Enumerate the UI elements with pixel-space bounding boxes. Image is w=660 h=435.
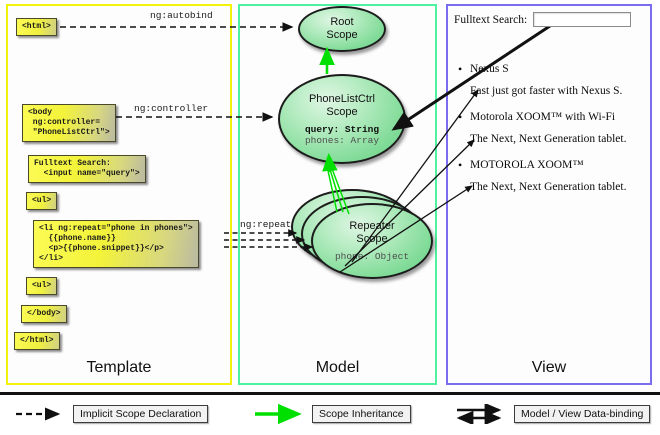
list-item[interactable]: MOTOROLA XOOM™ The Next, Next Generation… [454, 158, 646, 195]
scope-phonelistctrl-properties: query: String phones: Array [305, 124, 379, 146]
legend-implicit-scope-declaration: Implicit Scope Declaration [14, 404, 209, 424]
scope-root: Root Scope [298, 6, 386, 52]
legend-label: Scope Inheritance [312, 405, 411, 423]
scope-phonelistctrl: PhoneListCtrl Scope query: String phones… [278, 74, 406, 164]
legend: Implicit Scope Declaration Scope Inherit… [0, 400, 660, 434]
panel-model-label: Model [315, 359, 360, 376]
scope-property-phones: phones: Array [304, 134, 380, 146]
edge-label-ng-autobind: ng:autobind [150, 10, 213, 21]
legend-label: Implicit Scope Declaration [73, 405, 209, 423]
phone-snippet: The Next, Next Generation tablet. [470, 181, 627, 193]
template-box-fulltext-search: Fulltext Search: <input name="query"> [28, 155, 146, 183]
legend-scope-inheritance: Scope Inheritance [253, 404, 411, 424]
template-box-body-close: </body> [21, 305, 67, 323]
legend-label: Model / View Data-binding [514, 405, 651, 423]
template-box-ul-close: <ul> [26, 277, 58, 295]
edge-label-ng-controller: ng:controller [134, 103, 209, 114]
phone-name: MOTOROLA XOOM™ [454, 158, 646, 173]
panel-view-label: View [531, 359, 567, 376]
legend-divider [0, 392, 660, 395]
view-phone-list: Nexus S Fast just got faster with Nexus … [454, 62, 646, 195]
template-box-ul-open: <ul> [26, 192, 58, 210]
phone-name: Nexus S [454, 62, 646, 77]
phone-snippet: The Next, Next Generation tablet. [470, 133, 627, 145]
scope-repeater-properties: phone: Object [335, 251, 409, 262]
panel-template-label: Template [86, 359, 152, 376]
list-item[interactable]: Motorola XOOM™ with Wi-Fi The Next, Next… [454, 110, 646, 147]
view-search-label: Fulltext Search: [454, 13, 528, 26]
fulltext-search-input[interactable] [533, 12, 632, 27]
scope-repeater: Repeater Scope phone: Object [311, 203, 433, 279]
scope-property-query: query: String [304, 123, 380, 135]
view-content: Fulltext Search: Nexus S Fast just got f… [454, 12, 646, 206]
edge-label-ng-repeat: ng:repeat [240, 219, 292, 230]
phone-name: Motorola XOOM™ with Wi-Fi [454, 110, 646, 125]
phone-snippet: Fast just got faster with Nexus S. [470, 85, 623, 97]
list-item[interactable]: Nexus S Fast just got faster with Nexus … [454, 62, 646, 99]
scope-property-phone: phone: Object [334, 251, 410, 262]
template-box-li-ng-repeat: <li ng:repeat="phone in phones"> {{phone… [33, 220, 199, 268]
template-box-html-open: <html> [16, 18, 57, 36]
dashed-arrow-icon [16, 407, 61, 421]
scope-phonelistctrl-title: PhoneListCtrl Scope [308, 92, 376, 118]
scope-repeater-title: Repeater Scope [349, 220, 395, 245]
double-arrow-icon [456, 404, 502, 424]
view-search-row: Fulltext Search: [454, 12, 646, 27]
green-arrow-icon [255, 404, 302, 424]
legend-data-binding: Model / View Data-binding [455, 404, 651, 424]
template-box-body-controller: <body ng:controller= "PhoneListCtrl"> [22, 104, 116, 142]
template-box-html-close: </html> [14, 332, 60, 350]
scope-root-title: Root Scope [326, 16, 358, 41]
